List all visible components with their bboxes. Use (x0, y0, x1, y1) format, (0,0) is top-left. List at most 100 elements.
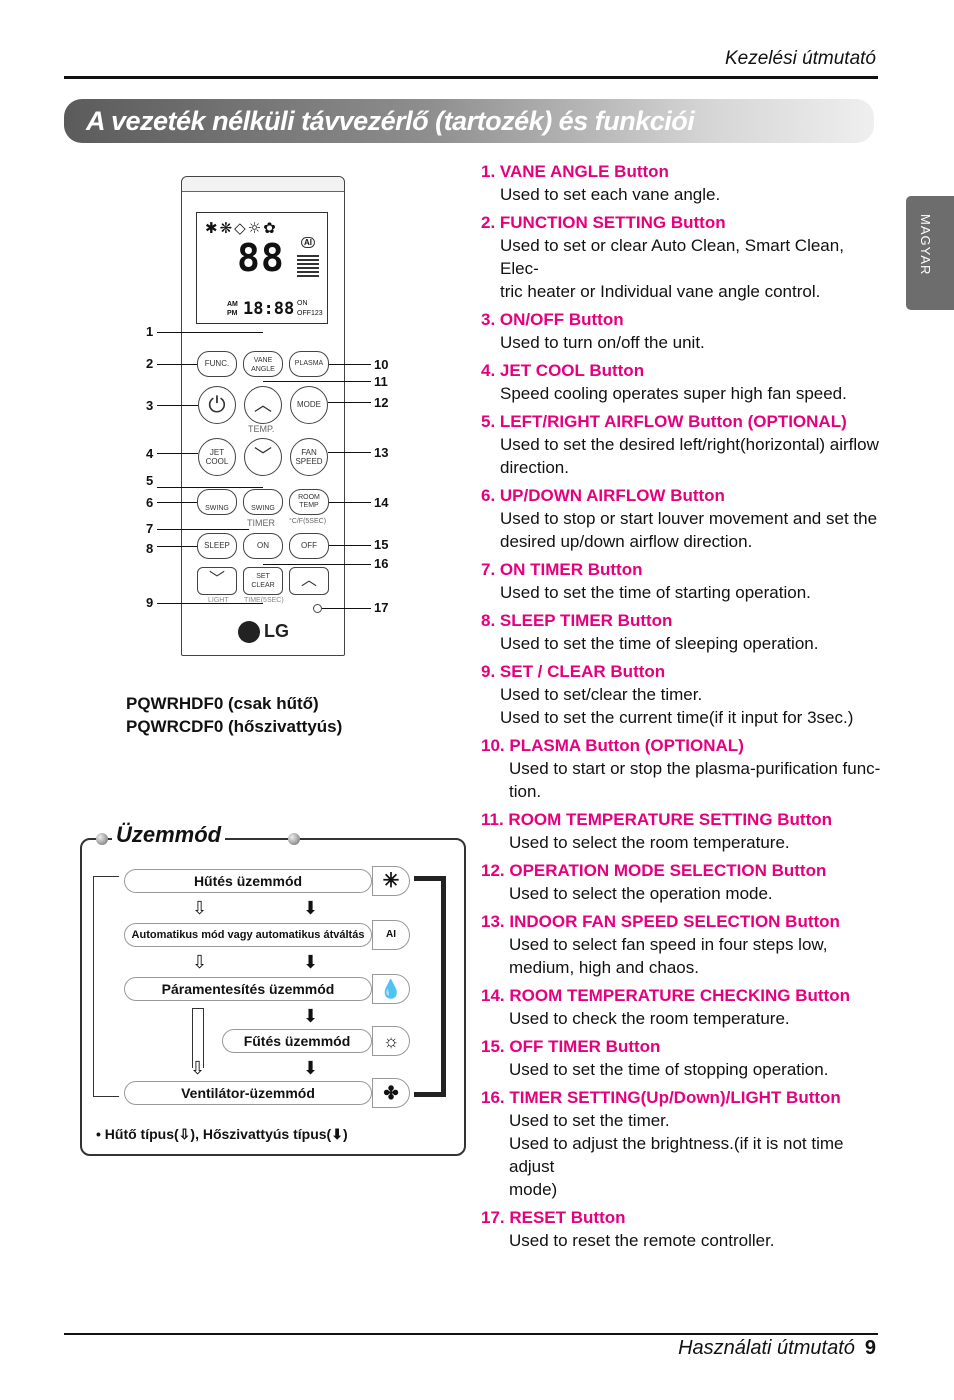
callout-line-7 (157, 529, 249, 530)
on-timer-button[interactable]: ON (243, 533, 283, 559)
mode-dehumidify-icon: 💧 (372, 974, 410, 1004)
lcd-display: ✱❋◇☼✿ AI 88 AM PM 18:88 ON OFF123 (196, 212, 328, 324)
fan-speed-button[interactable]: FAN SPEED (290, 438, 328, 476)
legend-heatpump-arrow-icon: ⬇ (331, 1126, 343, 1142)
func-button[interactable]: FUNC. (197, 351, 237, 377)
mode-panel (80, 838, 466, 1156)
heatpump-arrow: ⬇ (303, 1006, 319, 1026)
callout-line-15 (329, 545, 371, 546)
legend-suffix: ) (342, 1126, 348, 1142)
timer-label: TIMER (247, 518, 275, 528)
description-item-title: 5. LEFT/RIGHT AIRFLOW Button (OPTIONAL) (481, 412, 847, 431)
jet-cool-label-1: JET (209, 448, 225, 457)
cooling-type-arrow: ⇩ (190, 1058, 206, 1078)
heatpump-arrow: ⬇ (303, 1058, 319, 1078)
power-button[interactable]: ⏻ (198, 386, 236, 424)
temp-down-button[interactable]: ﹀ (244, 438, 282, 476)
cooling-return-loop (93, 876, 119, 1097)
callout-line-11 (263, 381, 371, 382)
callout-line-14 (329, 502, 371, 503)
temp-label: TEMP. (248, 424, 275, 434)
section-title-bar: A vezeték nélküli távvezérlő (tartozék) … (64, 99, 874, 143)
callout-line-4 (157, 453, 198, 454)
set-clear-button[interactable]: SET CLEAR (243, 567, 283, 595)
mode-button[interactable]: MODE (290, 386, 328, 424)
callout-8: 8 (146, 541, 154, 556)
mode-cooling-icon: ✳ (372, 866, 410, 896)
model-1: PQWRHDF0 (csak hűtő) (126, 694, 319, 713)
timer-down-button[interactable]: ﹀ (197, 567, 237, 595)
description-item-title: 4. JET COOL Button (481, 361, 645, 380)
description-item-title: 3. ON/OFF Button (481, 310, 624, 329)
description-item-text: Used to select the operation mode. (509, 884, 773, 903)
callout-9: 9 (146, 595, 154, 610)
callout-line-10 (329, 364, 371, 365)
description-item-title: 12. OPERATION MODE SELECTION Button (481, 861, 827, 880)
off-timer-button[interactable]: OFF (289, 533, 329, 559)
room-temp-label-1: ROOM (298, 494, 320, 501)
description-item-title: 6. UP/DOWN AIRFLOW Button (481, 486, 725, 505)
legend-prefix: • Hűtő típus( (96, 1126, 179, 1142)
lcd-mode-icons: ✱❋◇☼✿ (205, 219, 278, 237)
callout-line-9 (157, 603, 263, 604)
callout-6: 6 (146, 495, 154, 510)
left-right-swing-button[interactable]: SWING (197, 489, 237, 515)
description-item-text: Used to set the time of stopping operati… (509, 1060, 829, 1079)
description-item-title: 15. OFF TIMER Button (481, 1037, 661, 1056)
vane-angle-button[interactable]: VANE ANGLE (243, 351, 283, 377)
callout-13: 13 (374, 445, 389, 460)
description-item-text: tric heater or Individual vane angle con… (500, 282, 821, 301)
description-item-text: Used to turn on/off the unit. (500, 333, 705, 352)
description-item: 10. PLASMA Button (OPTIONAL)Used to star… (481, 734, 881, 803)
description-item-text: Used to set the time of starting operati… (500, 583, 811, 602)
language-tab: MAGYAR (906, 196, 954, 310)
callout-17: 17 (374, 600, 389, 615)
callout-5: 5 (146, 473, 154, 488)
description-item-text: Used to adjust the brightness.(if it is … (509, 1134, 844, 1176)
description-item-text: medium, high and chaos. (509, 958, 699, 977)
description-item-text: mode) (509, 1180, 558, 1199)
lcd-off: OFF123 (297, 310, 323, 317)
lcd-bars (297, 255, 319, 279)
footer-label: Használati útmutató (678, 1337, 855, 1359)
sleep-button[interactable]: SLEEP (197, 533, 237, 559)
time-sec-label: TIME(5SEC) (244, 597, 284, 604)
room-temp-label-2: TEMP (299, 502, 319, 509)
reset-button[interactable] (313, 604, 322, 613)
mode-title-dot-left (96, 833, 108, 845)
callout-line-1 (157, 332, 263, 333)
callout-1: 1 (146, 324, 154, 339)
callout-16: 16 (374, 556, 389, 571)
mode-auto: Automatikus mód vagy automatikus átváltá… (124, 923, 372, 947)
description-item-title: 10. PLASMA Button (OPTIONAL) (481, 736, 744, 755)
description-item-text: Used to select fan speed in four steps l… (509, 935, 828, 954)
lcd-pm: PM (227, 310, 238, 317)
callout-7: 7 (146, 521, 154, 536)
description-item-text: Used to set the time of sleeping operati… (500, 634, 819, 653)
heatpump-arrow: ⬇ (303, 952, 319, 972)
lcd-clock: 18:88 (243, 299, 295, 319)
description-item-title: 2. FUNCTION SETTING Button (481, 213, 726, 232)
plasma-button[interactable]: PLASMA (289, 351, 329, 377)
timer-up-button[interactable]: ︿ (289, 567, 329, 595)
up-down-swing-button[interactable]: SWING (243, 489, 283, 515)
mode-legend: • Hűtő típus(⇩), Hőszivattyús típus(⬇) (96, 1126, 348, 1143)
mode-cooling: Hűtés üzemmód (124, 869, 372, 893)
temp-up-button[interactable]: ︿ (244, 386, 282, 424)
mode-fan: Ventilátor-üzemmód (124, 1081, 372, 1105)
room-temp-button[interactable]: ROOM TEMP (289, 489, 329, 515)
callout-14: 14 (374, 495, 389, 510)
set-clear-label-2: CLEAR (251, 582, 275, 589)
mode-heating-icon: ☼ (372, 1026, 410, 1056)
lg-logo (238, 621, 260, 643)
jet-cool-button[interactable]: JET COOL (198, 438, 236, 476)
lcd-am: AM (227, 301, 238, 308)
